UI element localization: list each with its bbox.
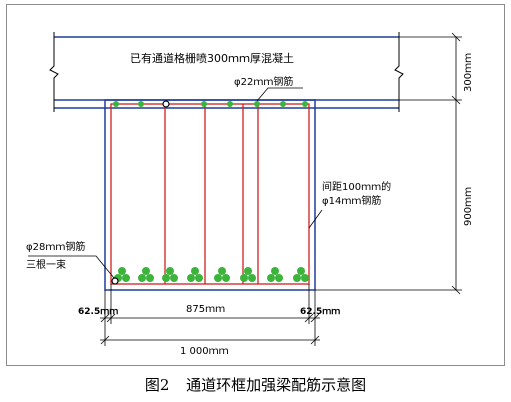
stirrup-outer [110,103,310,285]
leader-top-bar [256,87,303,102]
break-line-left [49,32,59,112]
break-line-right [394,32,404,112]
top-bar-anchor [162,100,170,108]
leader-stirrup [308,209,323,229]
bottom-bar-bundles [111,267,309,285]
dim-cover-left: 62.5ｍｍ [78,307,118,317]
dim-875: 875ｍｍ [186,304,225,315]
bar-bundle [293,267,309,282]
figure-caption: 图2 通道环框加强梁配筋示意图 [0,374,511,395]
caption-title: 通道环框加强梁配筋示意图 [186,376,367,394]
dim-300: 300ｍｍ [463,53,474,92]
reinforcement-diagram: 已有通道格栅喷300ｍｍ厚混凝土 φ22ｍｍ钢筋 间距100ｍｍ的 φ1 [26,32,474,357]
stirrups [110,103,310,285]
slab-note: 已有通道格栅喷300ｍｍ厚混凝土 [130,51,294,65]
label-stirrup-2: φ14ｍｍ钢筋 [322,194,381,207]
bar-bundle [240,267,256,282]
dimension-horizontal [100,284,320,346]
dim-900: 900ｍｍ [463,187,474,226]
top-bar [113,101,119,107]
figure-frame [6,4,505,366]
bar-bundle [138,267,154,282]
top-bar [254,101,260,107]
dim-1000: 1 000ｍｍ [180,346,229,357]
bottom-bar-anchor [111,277,119,285]
dimension-vertical [315,32,462,295]
existing-slab [54,36,399,109]
bar-bundle [187,267,203,282]
top-bars [113,100,308,108]
top-bar [227,101,233,107]
label-top-bar: φ22ｍｍ钢筋 [234,75,293,88]
dim-cover-right: 62.5ｍｍ [300,307,340,317]
label-stirrup-1: 间距100ｍｍ的 [322,180,391,193]
leader-bottom-bar [28,255,115,279]
caption-number: 图2 [144,376,170,394]
top-bar [201,101,207,107]
label-bottom-bar-2: 三根一束 [26,258,66,271]
top-bar [138,101,144,107]
bar-bundle [162,267,178,282]
top-bar [302,101,308,107]
label-bottom-bar-1: φ28ｍｍ钢筋 [26,240,85,253]
bar-bundle [114,267,130,282]
bar-bundle [267,267,283,282]
bar-bundle [214,267,230,282]
beam-outline [104,99,316,291]
top-bar [280,101,286,107]
